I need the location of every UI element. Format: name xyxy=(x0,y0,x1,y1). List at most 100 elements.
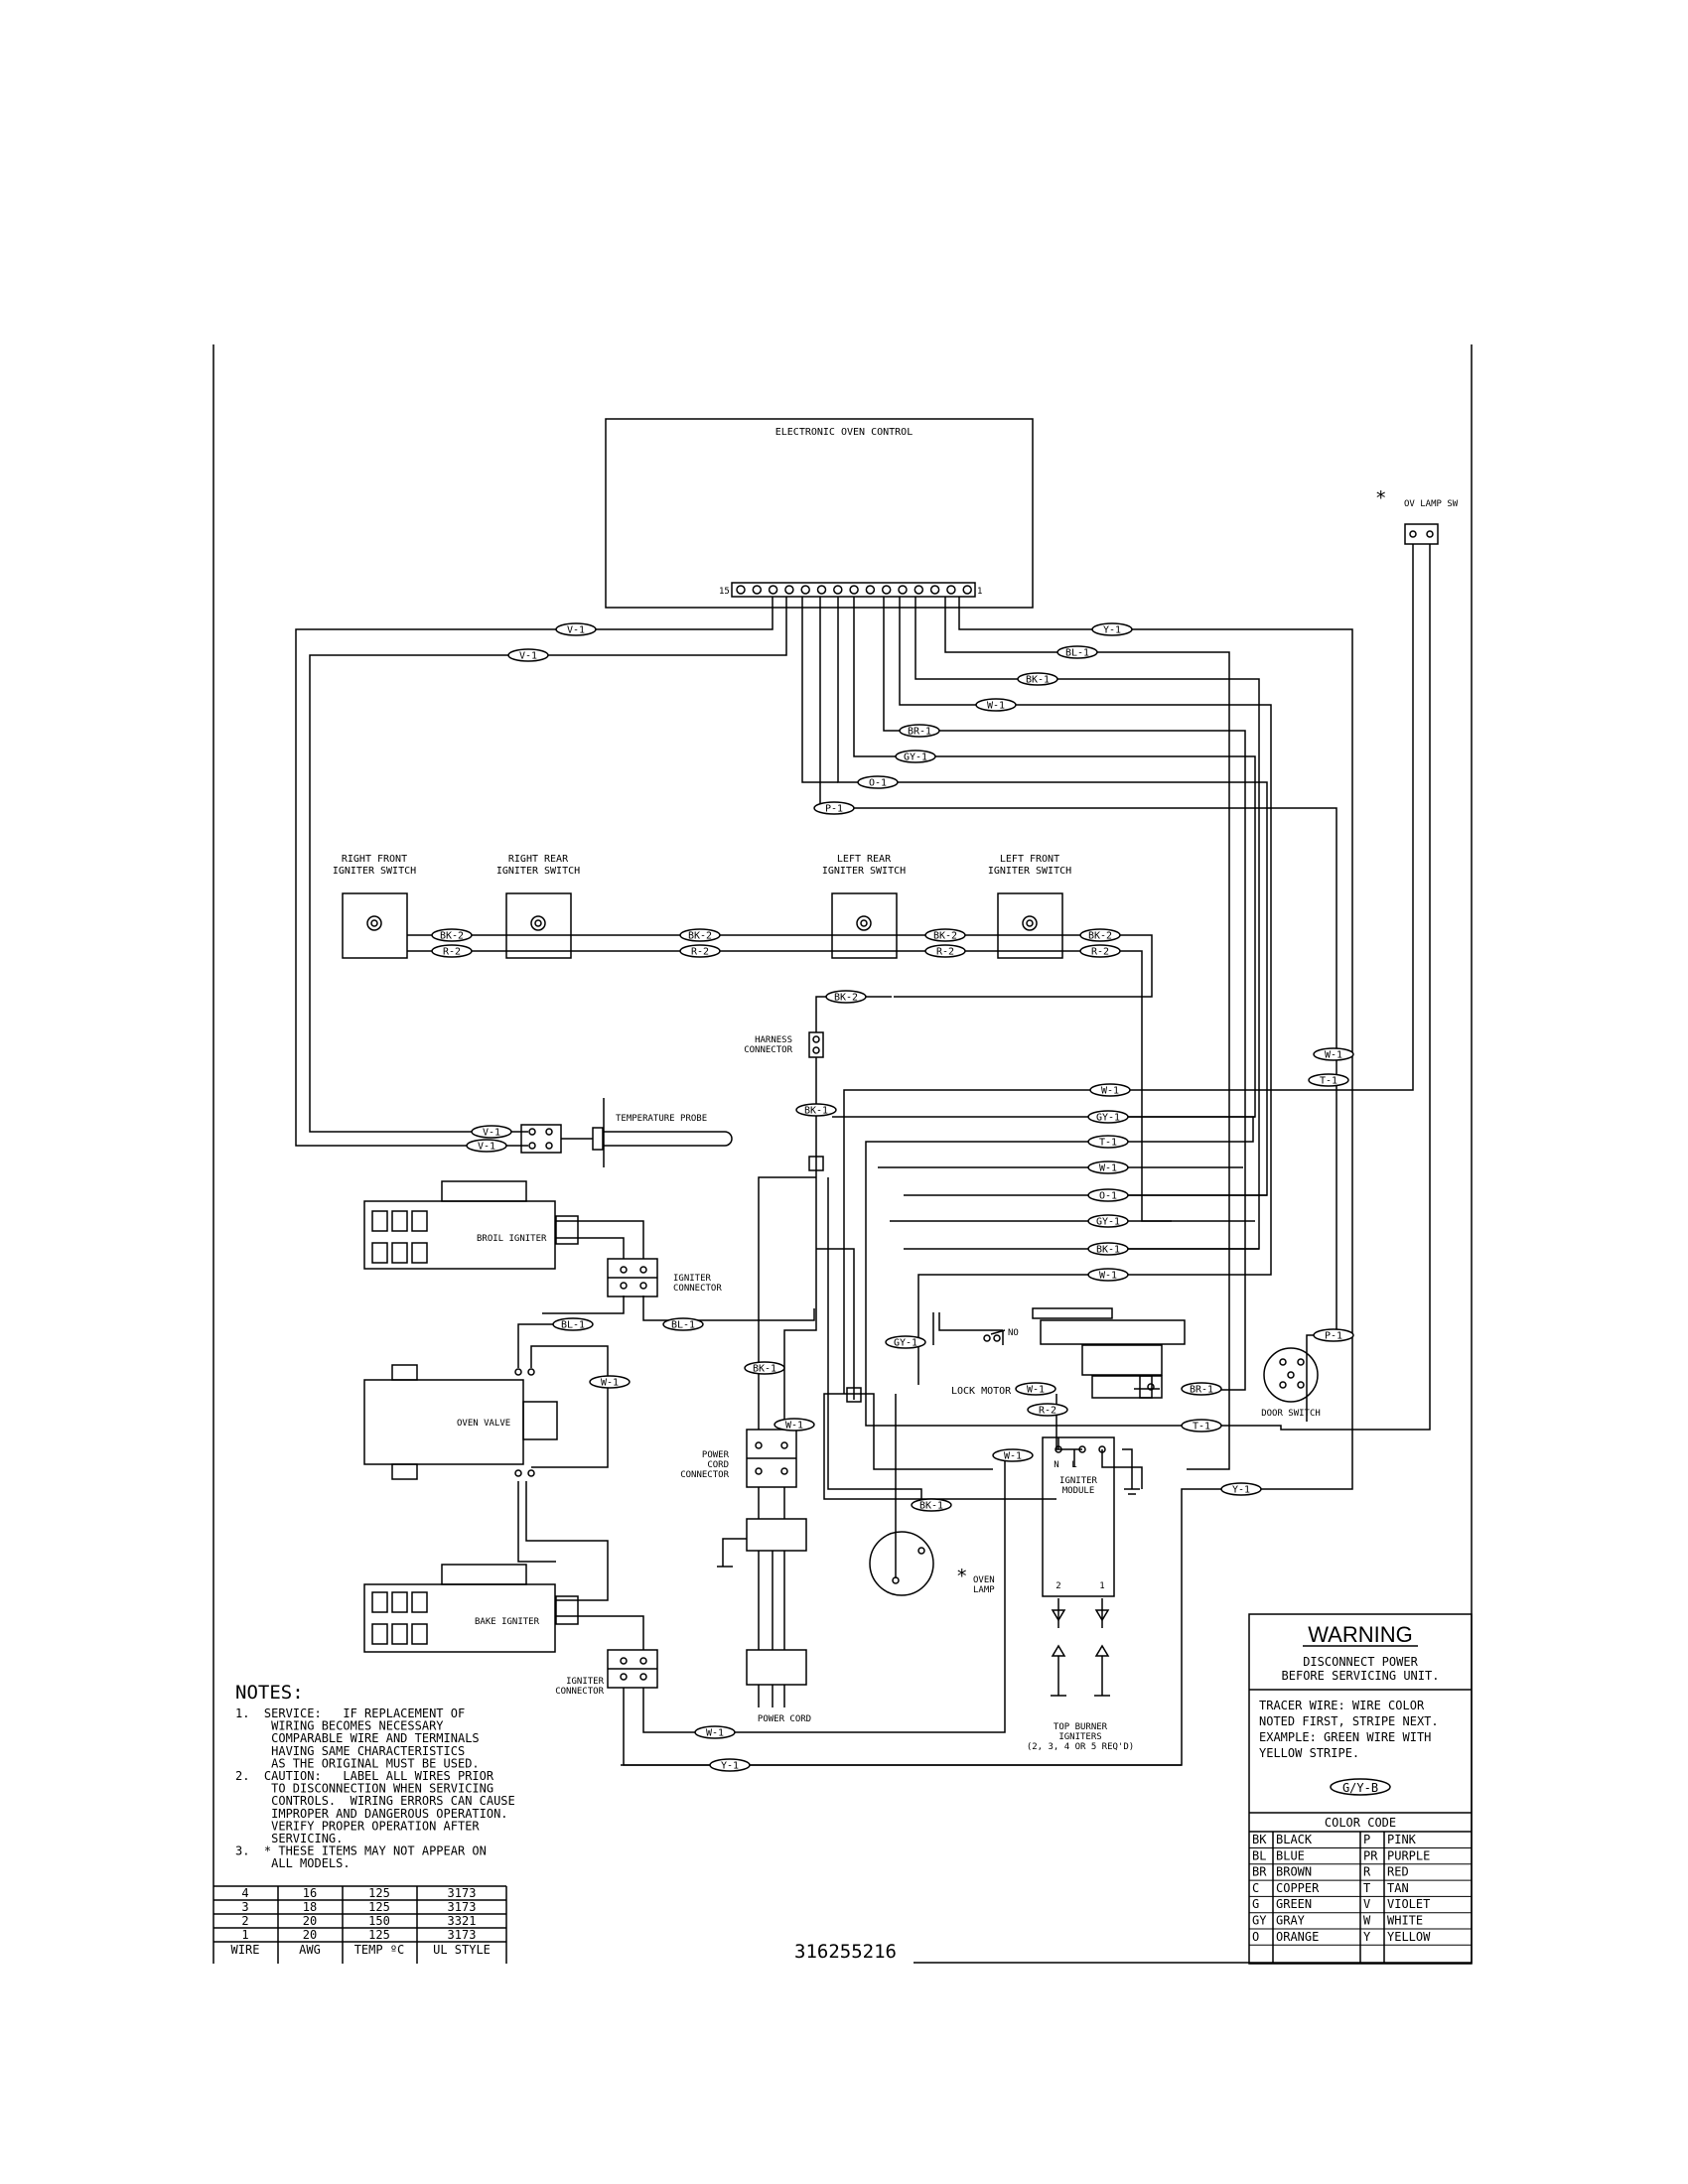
door-switch-label: DOOR SWITCH xyxy=(1261,1409,1321,1419)
wire-tag-y1: Y-1 xyxy=(709,1758,751,1772)
wire-tag-bl1: BL-1 xyxy=(1056,645,1098,659)
terminal-strip xyxy=(736,585,972,595)
color-code-cell: BL xyxy=(1252,1848,1266,1862)
wire-tag-w1: W-1 xyxy=(589,1375,631,1389)
bake-igniter-label: BAKE IGNITER xyxy=(475,1617,540,1627)
wire-table-cell: 18 xyxy=(303,1900,317,1914)
igniter-module-2: 2 xyxy=(1055,1581,1060,1591)
wire-tag-p1: P-1 xyxy=(1313,1328,1354,1342)
terminal-6 xyxy=(881,585,892,595)
wire-tag-label: W-1 xyxy=(1099,1163,1117,1174)
wire-tag-label: R-2 xyxy=(1091,947,1109,958)
wire-tag-label: BK-2 xyxy=(1088,931,1112,942)
example-tag: G/Y-B xyxy=(1342,1781,1378,1795)
wire-table-cell: 16 xyxy=(303,1886,317,1900)
igniter-connector-bake-label-1: IGNITER xyxy=(566,1677,605,1687)
oven-lamp-label-2: LAMP xyxy=(973,1585,995,1595)
color-code-cell: GREEN xyxy=(1276,1897,1312,1911)
note-line: HAVING SAME CHARACTERISTICS xyxy=(235,1744,465,1758)
wire-tag-br1: BR-1 xyxy=(899,724,940,738)
broil-igniter-label: BROIL IGNITER xyxy=(477,1234,547,1244)
wire-tag-label: T-1 xyxy=(1193,1422,1210,1433)
wire-tag-label: BK-1 xyxy=(753,1364,776,1375)
wire-tag-label: V-1 xyxy=(567,625,585,636)
tracer-1: TRACER WIRE: WIRE COLOR xyxy=(1259,1699,1425,1712)
wire-tag-o1: O-1 xyxy=(857,775,899,789)
wire-table-cell: 3173 xyxy=(448,1928,477,1942)
wire-tag-label: O-1 xyxy=(869,778,887,789)
color-code-cell: GRAY xyxy=(1276,1914,1306,1928)
wire-tag-label: W-1 xyxy=(1325,1050,1342,1061)
wire-tag-label: BK-1 xyxy=(919,1501,943,1512)
wire-tag-label: R-2 xyxy=(443,947,461,958)
terminal-15 xyxy=(736,585,746,595)
lock-motor: NO LOCK MOTOR xyxy=(951,1307,1186,1399)
igniter-module: N L IGNITER MODULE 2 1 TOP BURNER IGNITE… xyxy=(1027,1436,1140,1752)
wire-tag-bk1: BK-1 xyxy=(795,1103,837,1117)
wire-tag-r2: R-2 xyxy=(924,944,966,958)
terminal-9 xyxy=(833,585,843,595)
igniter-module-1: 1 xyxy=(1099,1581,1104,1591)
color-code-cell: BLACK xyxy=(1276,1833,1313,1846)
wire-tag-label: P-1 xyxy=(1325,1331,1342,1342)
igniter-connector-bake-label-2: CONNECTOR xyxy=(555,1687,604,1697)
note-line: 3. * THESE ITEMS MAY NOT APPEAR ON xyxy=(235,1844,487,1858)
igniter-connector-label-1: IGNITER xyxy=(673,1274,712,1284)
broil-igniter: BROIL IGNITER xyxy=(363,1180,579,1270)
wire-tag-w1: W-1 xyxy=(992,1448,1034,1462)
wire-tag-v1: V-1 xyxy=(507,648,549,662)
wire-table-cell: 4 xyxy=(241,1886,248,1900)
note-line: TO DISCONNECTION WHEN SERVICING xyxy=(235,1782,493,1796)
color-code-cell: G xyxy=(1252,1897,1259,1911)
color-code-cell: GY xyxy=(1252,1914,1267,1928)
terminal-8 xyxy=(849,585,859,595)
igniter-module-l: L xyxy=(1071,1460,1076,1470)
wire-tag-label: V-1 xyxy=(519,651,537,662)
tracer-2: NOTED FIRST, STRIPE NEXT. xyxy=(1259,1714,1439,1728)
note-line: 1. SERVICE: IF REPLACEMENT OF xyxy=(235,1706,465,1720)
no-contact-label: NO xyxy=(1008,1328,1019,1338)
wire-table-cell: 150 xyxy=(368,1914,390,1928)
wire-tag-label: BL-1 xyxy=(561,1320,585,1331)
wire-tag-label: BL-1 xyxy=(1065,648,1089,659)
lock-motor-label: LOCK MOTOR xyxy=(951,1386,1012,1397)
color-code-cell: ORANGE xyxy=(1276,1930,1319,1944)
wire-tag-v1: V-1 xyxy=(466,1139,507,1153)
oven-lamp: * OVEN LAMP xyxy=(869,1531,995,1596)
wire-tag-r2: R-2 xyxy=(1027,1403,1068,1417)
wire-tag-label: BK-1 xyxy=(804,1106,828,1117)
color-code-cell: YELLOW xyxy=(1387,1930,1431,1944)
terminal-14 xyxy=(752,585,763,595)
wire-tag-bk2: BK-2 xyxy=(924,928,966,942)
harness-label-2: CONNECTOR xyxy=(744,1045,792,1055)
note-line: IMPROPER AND DANGEROUS OPERATION. xyxy=(235,1807,508,1821)
part-number: 316255216 xyxy=(794,1941,897,1963)
harness-connector: HARNESS CONNECTOR xyxy=(744,1031,824,1058)
wire-table-cell: 2 xyxy=(241,1914,248,1928)
note-line: AS THE ORIGINAL MUST BE USED. xyxy=(235,1756,480,1770)
wire-tag-t1: T-1 xyxy=(1181,1419,1222,1433)
wire-tag-t1: T-1 xyxy=(1308,1073,1349,1087)
wire-tag-label: V-1 xyxy=(483,1128,500,1139)
wire-tag-bk1: BK-1 xyxy=(744,1361,785,1375)
wire-table-cell: 3173 xyxy=(448,1900,477,1914)
color-code-cell: T xyxy=(1363,1881,1370,1895)
color-code-cell: Y xyxy=(1363,1930,1371,1944)
wire-table-cell: 3321 xyxy=(448,1914,477,1928)
wire-tag-bk2: BK-2 xyxy=(679,928,721,942)
oven-valve-label: OVEN VALVE xyxy=(457,1419,510,1429)
wire-tag-label: BK-2 xyxy=(933,931,957,942)
lf-switch-label-1: LEFT FRONT xyxy=(1000,854,1059,865)
wire-tag-o1: O-1 xyxy=(1087,1188,1129,1202)
wire-tag-bk1: BK-1 xyxy=(911,1498,952,1512)
tracer-4: YELLOW STRIPE. xyxy=(1259,1746,1359,1760)
igniter-module-label-1: IGNITER xyxy=(1059,1476,1098,1486)
color-code-cell: BK xyxy=(1252,1833,1267,1846)
wire-tag-label: GY-1 xyxy=(1096,1217,1120,1228)
terminal-1-label: 1 xyxy=(977,587,982,597)
wire-tag-label: BK-2 xyxy=(688,931,712,942)
terminal-3 xyxy=(929,585,940,595)
wire-tag-label: P-1 xyxy=(825,804,843,815)
wire-table-cell: 20 xyxy=(303,1928,317,1942)
